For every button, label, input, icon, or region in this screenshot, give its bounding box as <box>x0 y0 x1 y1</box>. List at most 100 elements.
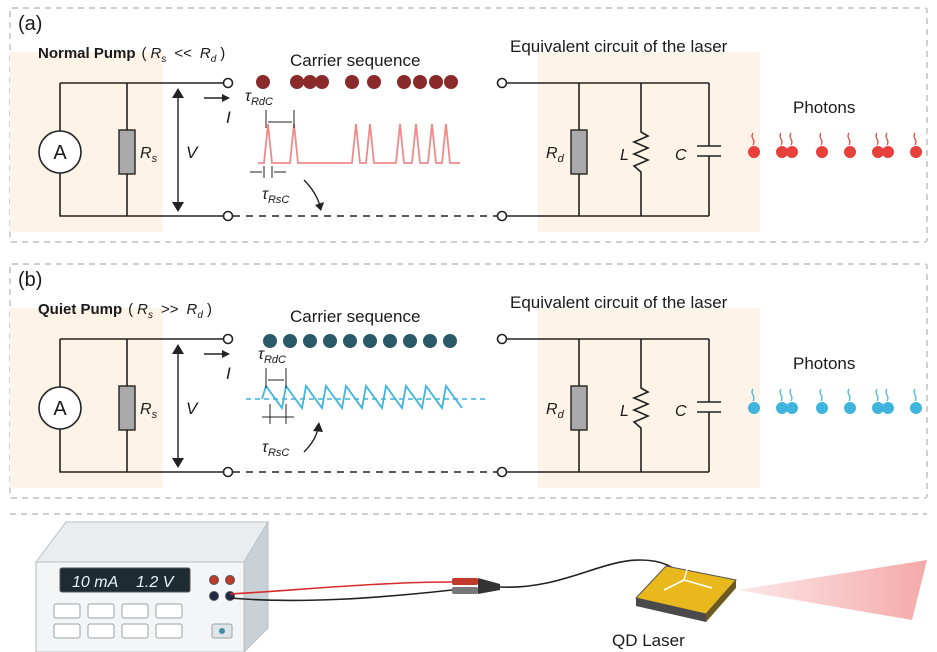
meter-button[interactable] <box>53 623 81 639</box>
terminal-top-right <box>496 77 508 89</box>
meter-buttons <box>53 603 183 639</box>
chip-side <box>706 580 736 622</box>
cond-op: << <box>174 45 192 62</box>
rs-main: R <box>140 145 152 162</box>
laser-circuit-label: Equivalent circuit of the laser <box>510 293 728 312</box>
photon <box>786 146 798 158</box>
cond-right: R <box>187 301 198 318</box>
inductor <box>631 83 651 216</box>
carrier <box>444 75 458 89</box>
ammeter-icon <box>38 386 82 430</box>
photon <box>882 402 894 414</box>
carrier <box>323 334 337 348</box>
tau-rsc-arrowhead <box>313 422 323 432</box>
photon-wave <box>875 388 879 402</box>
pump-loop-wire <box>59 82 228 217</box>
meter-button[interactable] <box>87 603 115 619</box>
rs-label: Rs <box>140 145 158 165</box>
terminal-top-right <box>496 333 508 345</box>
carrier <box>367 75 381 89</box>
photon-wave <box>819 132 823 146</box>
paren-open: ( <box>128 301 133 318</box>
inductor <box>631 339 651 472</box>
voltage-label: V <box>186 143 199 162</box>
carrier <box>315 75 329 89</box>
photon-wave <box>751 388 755 402</box>
tau-rsc-arrow <box>303 427 319 453</box>
rd-label: Rd <box>546 401 565 421</box>
current-label: I <box>226 364 231 383</box>
terminal-top-left <box>222 77 234 89</box>
tau-rsc-arrowhead <box>315 202 324 211</box>
photon <box>786 402 798 414</box>
photon <box>872 146 884 158</box>
carrier <box>363 334 377 348</box>
carrier <box>256 75 270 89</box>
rd-main: R <box>546 401 558 418</box>
red-cable <box>229 581 453 595</box>
tau-rdc-label: τRdC <box>245 88 273 108</box>
pump-loop-wire <box>59 338 228 473</box>
current-pulses <box>258 123 460 164</box>
carrier <box>263 334 277 348</box>
carrier <box>413 75 427 89</box>
current-arrowhead <box>222 350 230 358</box>
capacitor <box>697 83 721 216</box>
carrier <box>397 75 411 89</box>
photons-label: Photons <box>793 98 855 117</box>
photons-label: Photons <box>793 354 855 373</box>
rd-resistor <box>570 385 588 431</box>
photon-wave <box>885 388 889 402</box>
photon-group <box>748 388 922 414</box>
photon <box>776 146 788 158</box>
meter-display <box>59 567 191 593</box>
tau-rsc-bracket <box>250 166 286 178</box>
meter-button[interactable] <box>121 603 149 619</box>
meter-button[interactable] <box>155 623 183 639</box>
panel-tag: (a) <box>18 13 42 35</box>
rd-label: Rd <box>546 145 565 165</box>
qd-laser-label: QD Laser <box>612 631 685 650</box>
tau-rsc-bracket <box>262 404 294 424</box>
terminal-bottom-left <box>222 210 234 222</box>
meter-button[interactable] <box>53 603 81 619</box>
carrier <box>383 334 397 348</box>
photon <box>816 146 828 158</box>
photon <box>748 402 760 414</box>
meter-button[interactable] <box>155 603 183 619</box>
pump-shade <box>10 308 163 488</box>
rd-sub: d <box>558 153 565 165</box>
meter-button[interactable] <box>87 623 115 639</box>
photon-wave <box>913 132 917 146</box>
tau-rdc-label: τRdC <box>258 346 286 366</box>
cond-left: R <box>137 301 148 318</box>
pump-shade <box>10 52 163 232</box>
carrier-sequence-b <box>263 334 457 348</box>
photon-wave <box>819 388 823 402</box>
pump-name: Normal Pump <box>38 45 136 62</box>
inductor-label: L <box>620 403 629 420</box>
pump-title: Quiet Pump(Rs>>Rd) <box>38 301 212 321</box>
photon <box>748 146 760 158</box>
carrier <box>429 75 443 89</box>
photon-wave <box>779 132 783 146</box>
photon <box>776 402 788 414</box>
photon <box>844 402 856 414</box>
rd-sub: d <box>558 409 565 421</box>
meter-button[interactable] <box>121 623 149 639</box>
cond-right-sub: d <box>197 310 203 321</box>
tau-rsc-label: τRsC <box>262 186 289 206</box>
paren-close: ) <box>207 301 212 318</box>
rs-main: R <box>140 401 152 418</box>
terminal-bottom-right <box>496 210 508 222</box>
capacitor-label: C <box>675 147 687 164</box>
photon-wave <box>847 388 851 402</box>
sawtooth-signal <box>261 383 463 411</box>
carrier <box>303 334 317 348</box>
black-jack <box>209 591 219 601</box>
cond-left-sub: s <box>148 310 153 321</box>
rs-resistor <box>118 129 136 175</box>
display-current: 10 mA <box>72 574 118 591</box>
